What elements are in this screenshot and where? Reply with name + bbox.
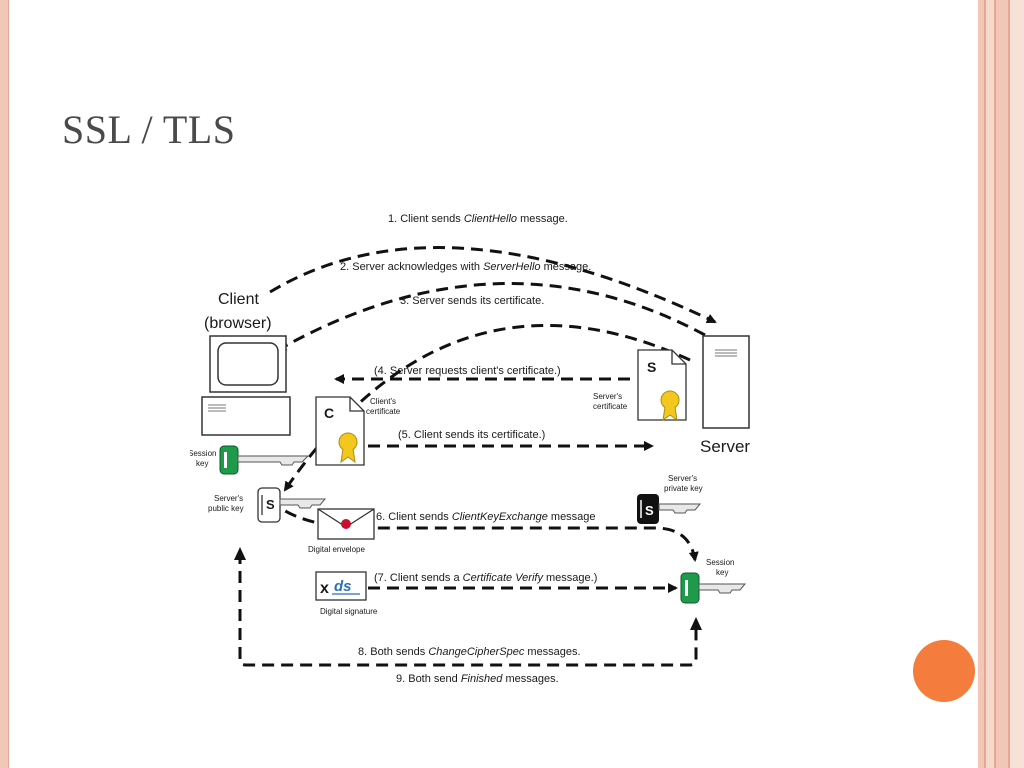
server-label: Server [700,437,750,456]
client-certificate-icon: C [315,396,365,466]
left-border [0,0,8,768]
right-decorative-stripes [978,0,1024,768]
server-certificate-label: Server's [593,392,622,401]
digital-signature-icon: x ds [315,571,367,601]
step5-label: (5. Client sends its certificate.) [398,429,545,441]
session-key-left-icon [219,445,310,475]
server-certificate-label-sub: certificate [593,402,628,411]
digital-signature-label: Digital signature [320,607,378,616]
step1-label: 1. Client sends ClientHello message. [388,213,568,225]
client-certificate-label-sub: certificate [366,407,401,416]
session-key-right-icon [680,572,747,604]
svg-text:ds: ds [334,578,352,595]
arrow-step3 [283,323,691,492]
left-border-line [8,0,9,768]
server-public-key-label-sub: public key [208,504,244,513]
step2-label: 2. Server acknowledges with ServerHello … [340,261,591,273]
session-key-left-label: Session [190,449,216,458]
client-certificate-label: Client's [370,397,396,406]
svg-text:C: C [324,405,334,421]
step9-label: 9. Both send Finished messages. [396,673,559,685]
server-private-key-label-sub: private key [664,484,703,493]
server-private-key-icon: S [637,494,702,524]
server-certificate-icon: S [637,349,687,422]
svg-text:S: S [645,503,654,518]
svg-text:S: S [647,359,656,375]
ssl-handshake-diagram: Client (browser) Server S Server's certi… [190,213,750,685]
step3-label: 3. Server sends its certificate. [400,295,544,307]
step6-label: 6. Client sends ClientKeyExchange messag… [376,511,596,523]
slide-title: SSL / TLS [62,107,236,152]
client-label-sub: (browser) [204,315,272,332]
svg-text:x: x [320,580,329,597]
server-private-key-label: Server's [668,474,697,483]
digital-envelope-icon [317,508,375,540]
step4-label: (4. Server requests client's certificate… [374,365,561,377]
client-computer-icon [201,335,291,436]
digital-envelope-label: Digital envelope [308,545,365,554]
arrow-step1 [269,246,717,324]
session-key-right-label: Session [706,558,734,567]
server-public-key-label: Server's [214,494,243,503]
session-key-right-label-sub: key [716,568,728,577]
step8-label: 8. Both sends ChangeCipherSpec messages. [358,646,581,658]
client-label: Client [218,291,259,308]
session-key-left-label-sub: key [196,459,208,468]
decorative-orange-circle [913,640,975,702]
arrow-step2 [276,282,706,352]
server-public-key-icon: S [257,487,327,523]
svg-text:S: S [266,497,275,512]
server-tower-icon [702,335,750,429]
step7-label: (7. Client sends a Certificate Verify me… [374,572,597,584]
